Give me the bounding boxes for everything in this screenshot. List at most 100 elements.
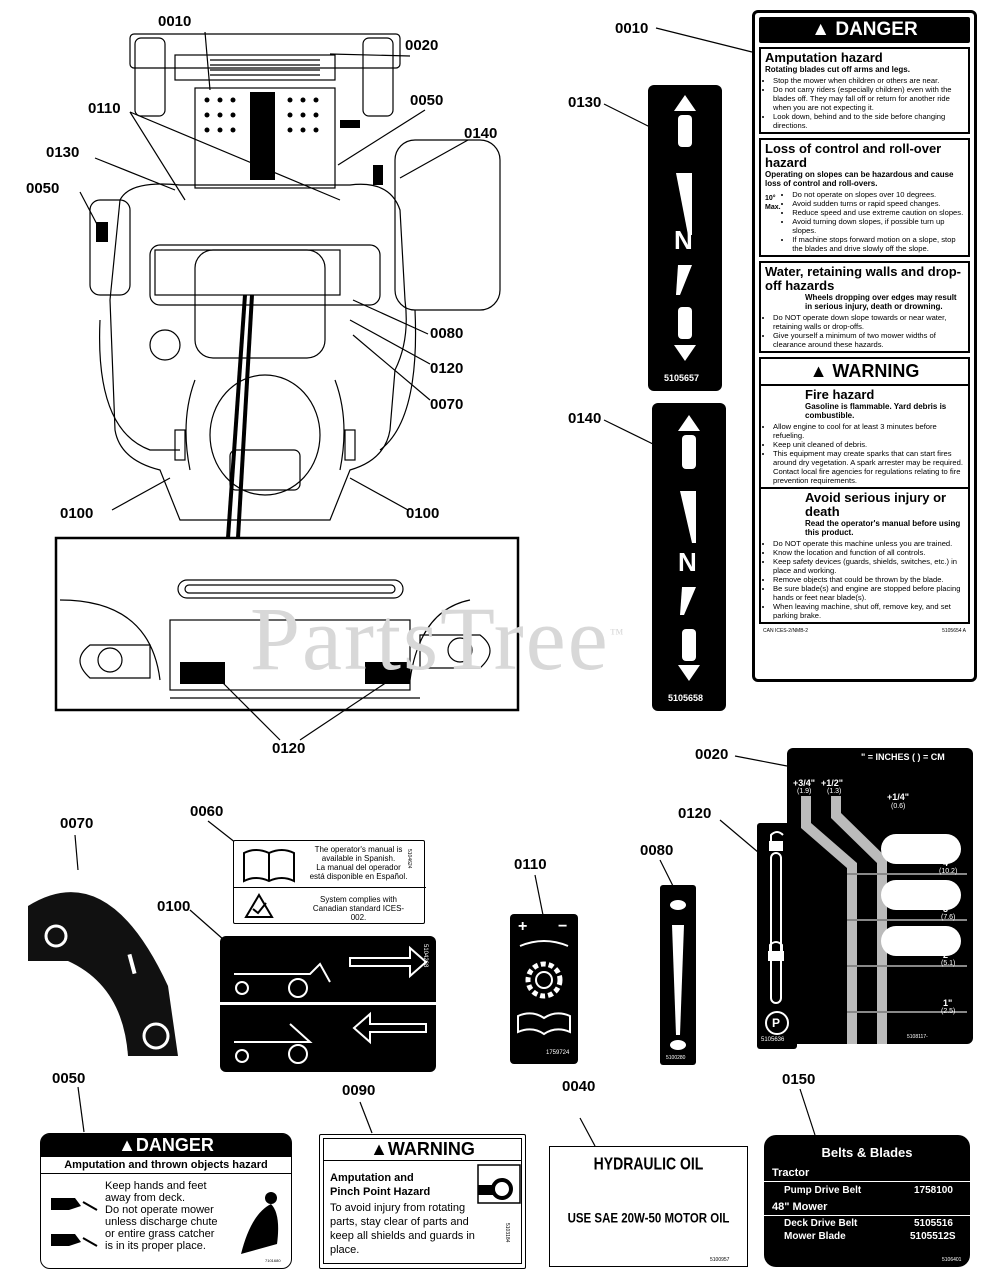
hazard-title: Amputation and thrown objects hazard (41, 1157, 291, 1174)
part-number: 1759724 (546, 1050, 570, 1056)
callout-0080-decal: 0080 (640, 842, 674, 859)
list-item: Keep safety devices (guards, shields, sw… (773, 557, 964, 575)
callout-0080: 0080 (430, 325, 464, 342)
tractor-heading: Tractor (772, 1167, 810, 1179)
direction-arrows-icon (678, 415, 700, 681)
amputation-subtitle: Rotating blades cut off arms and legs. (765, 65, 910, 74)
callout-0090-decal: 0090 (342, 1082, 376, 1099)
plus-label: + (518, 918, 528, 935)
fire-title: Fire hazard (805, 387, 875, 402)
hand-foot-hazard-icon (51, 1198, 98, 1247)
list-item: Do not carry riders (especially children… (773, 85, 964, 112)
list-item: Allow engine to cool for at least 3 minu… (773, 422, 964, 440)
list-item: Do NOT operate this machine unless you a… (773, 539, 964, 548)
neutral-label: N (674, 225, 693, 255)
height-label: 1" (943, 998, 953, 1008)
list-item: Know the location and function of all co… (773, 548, 964, 557)
amputation-title: Amputation hazard (765, 50, 883, 65)
decal-0100: 5104268 (220, 936, 436, 1072)
forward-reverse-icon (220, 945, 436, 1064)
hazard-items: Keep hands and feet away from deck. Do n… (105, 1180, 225, 1252)
pump-belt-number: 1758100 (914, 1185, 953, 1196)
spacer-cm: (0.6) (891, 803, 906, 810)
part-number: 5105636 (761, 1037, 785, 1043)
slope-max-label: 10° Max. (765, 195, 781, 211)
list-item: Do not operate on slopes over 10 degrees… (792, 190, 964, 199)
callout-0120-decal: 0120 (678, 805, 712, 822)
decal-0150: Belts & Blades Tractor Pump Drive Belt 1… (764, 1135, 970, 1267)
callout-0050-decal: 0050 (52, 1070, 86, 1087)
callout-0020: 0020 (405, 37, 439, 54)
warning-section: ▲ WARNING Fire hazard Gasoline is flamma… (759, 357, 970, 624)
decal-0070-ignition-dial (28, 892, 178, 1056)
list-item: Avoid sudden turns or rapid speed change… (792, 199, 964, 208)
callout-0100-left: 0100 (60, 505, 94, 522)
part-number: 5105657 (664, 373, 700, 383)
list-item: Reduce speed and use extreme caution on … (792, 208, 964, 217)
callout-0010-decal: 0010 (615, 20, 649, 37)
belts-blades-title: Belts & Blades (821, 1145, 913, 1160)
list-item: Remove objects that could be thrown by t… (773, 575, 964, 584)
decal-0110: + − 1759724 (510, 914, 578, 1064)
rollover-title: Loss of control and roll-over hazard (765, 141, 942, 170)
rabbit-turtle-speed-icon (670, 900, 686, 1050)
callout-0020-decal: 0020 (695, 746, 729, 763)
manual-book-icon (243, 849, 295, 883)
water-title: Water, retaining walls and drop-off haza… (765, 264, 961, 293)
neutral-label: N (678, 547, 697, 577)
footer-right: 5105654 A (942, 628, 966, 634)
decal-0120: P 5105636 (757, 823, 797, 1049)
callout-0040-decal: 0040 (562, 1078, 596, 1095)
spacer-cm: (1.3) (827, 788, 842, 795)
decal-0040: HYDRAULIC OIL USE SAE 20W-50 MOTOR OIL 5… (549, 1146, 748, 1267)
height-label: 2" (943, 950, 953, 960)
height-cm: (5.1) (941, 960, 956, 967)
compliance-mark-icon (244, 893, 274, 918)
list-item: Give yourself a minimum of two mower wid… (773, 331, 964, 349)
callout-0010: 0010 (158, 13, 192, 30)
water-subtitle: Wheels dropping over edges may result in… (805, 293, 957, 311)
list-item: If machine stops forward motion on a slo… (792, 235, 964, 253)
direction-arrows-icon (674, 95, 696, 361)
warning-header: ▲ WARNING (761, 359, 968, 386)
height-cm: (7.6) (941, 914, 956, 921)
part-number: 5103184 (504, 1223, 510, 1243)
decal-0140: N 5105658 (652, 403, 726, 711)
deck-belt-label: Deck Drive Belt (784, 1218, 858, 1229)
list-item: Keep hands and feet away from deck. (105, 1180, 207, 1204)
avoid-injury-box: Avoid serious injury or death Read the o… (761, 489, 968, 622)
list-item: Keep unit cleaned of debris. (773, 440, 964, 449)
mower-blade-label: Mower Blade (784, 1231, 846, 1242)
callout-0140-decal: 0140 (568, 410, 602, 427)
danger-header: ▲ DANGER (759, 17, 970, 43)
callout-0070-decal: 0070 (60, 815, 94, 832)
callout-0060-decal: 0060 (190, 803, 224, 820)
part-number: 5104268 (422, 944, 428, 968)
part-number: 5100957 (710, 1257, 730, 1263)
callout-0070: 0070 (430, 396, 464, 413)
list-item: Do NOT operate down slope towards or nea… (773, 313, 964, 331)
decal-0010: ▲ DANGER Amputation hazard Rotating blad… (752, 10, 977, 682)
pinch-body: To avoid injury from rotating parts, sta… (330, 1202, 475, 1256)
height-label: 3" (943, 904, 953, 914)
rollover-subtitle: Operating on slopes can be hazardous and… (765, 170, 954, 188)
mower-heading: 48" Mower (772, 1201, 828, 1213)
lock-icon (765, 831, 789, 1035)
part-number: 5104624 (406, 849, 412, 869)
list-item: Do not operate mower unless discharge ch… (105, 1204, 218, 1252)
part-number: 5105658 (668, 693, 704, 703)
spacer-cm: (1.9) (797, 788, 812, 795)
rollover-hazard-box: Loss of control and roll-over hazard Ope… (759, 138, 970, 257)
avoid-subtitle: Read the operator's manual before using … (805, 519, 961, 537)
callout-0050-left: 0050 (26, 180, 60, 197)
callout-0120-detail: 0120 (272, 740, 306, 757)
minus-label: − (558, 918, 568, 935)
danger-header: ▲DANGER (41, 1134, 291, 1157)
pinch-point-icon (477, 1164, 521, 1204)
height-cm: (10.2) (939, 868, 958, 875)
list-item: Be sure blade(s) and engine are stopped … (773, 584, 964, 602)
gear-icon (517, 940, 571, 1036)
